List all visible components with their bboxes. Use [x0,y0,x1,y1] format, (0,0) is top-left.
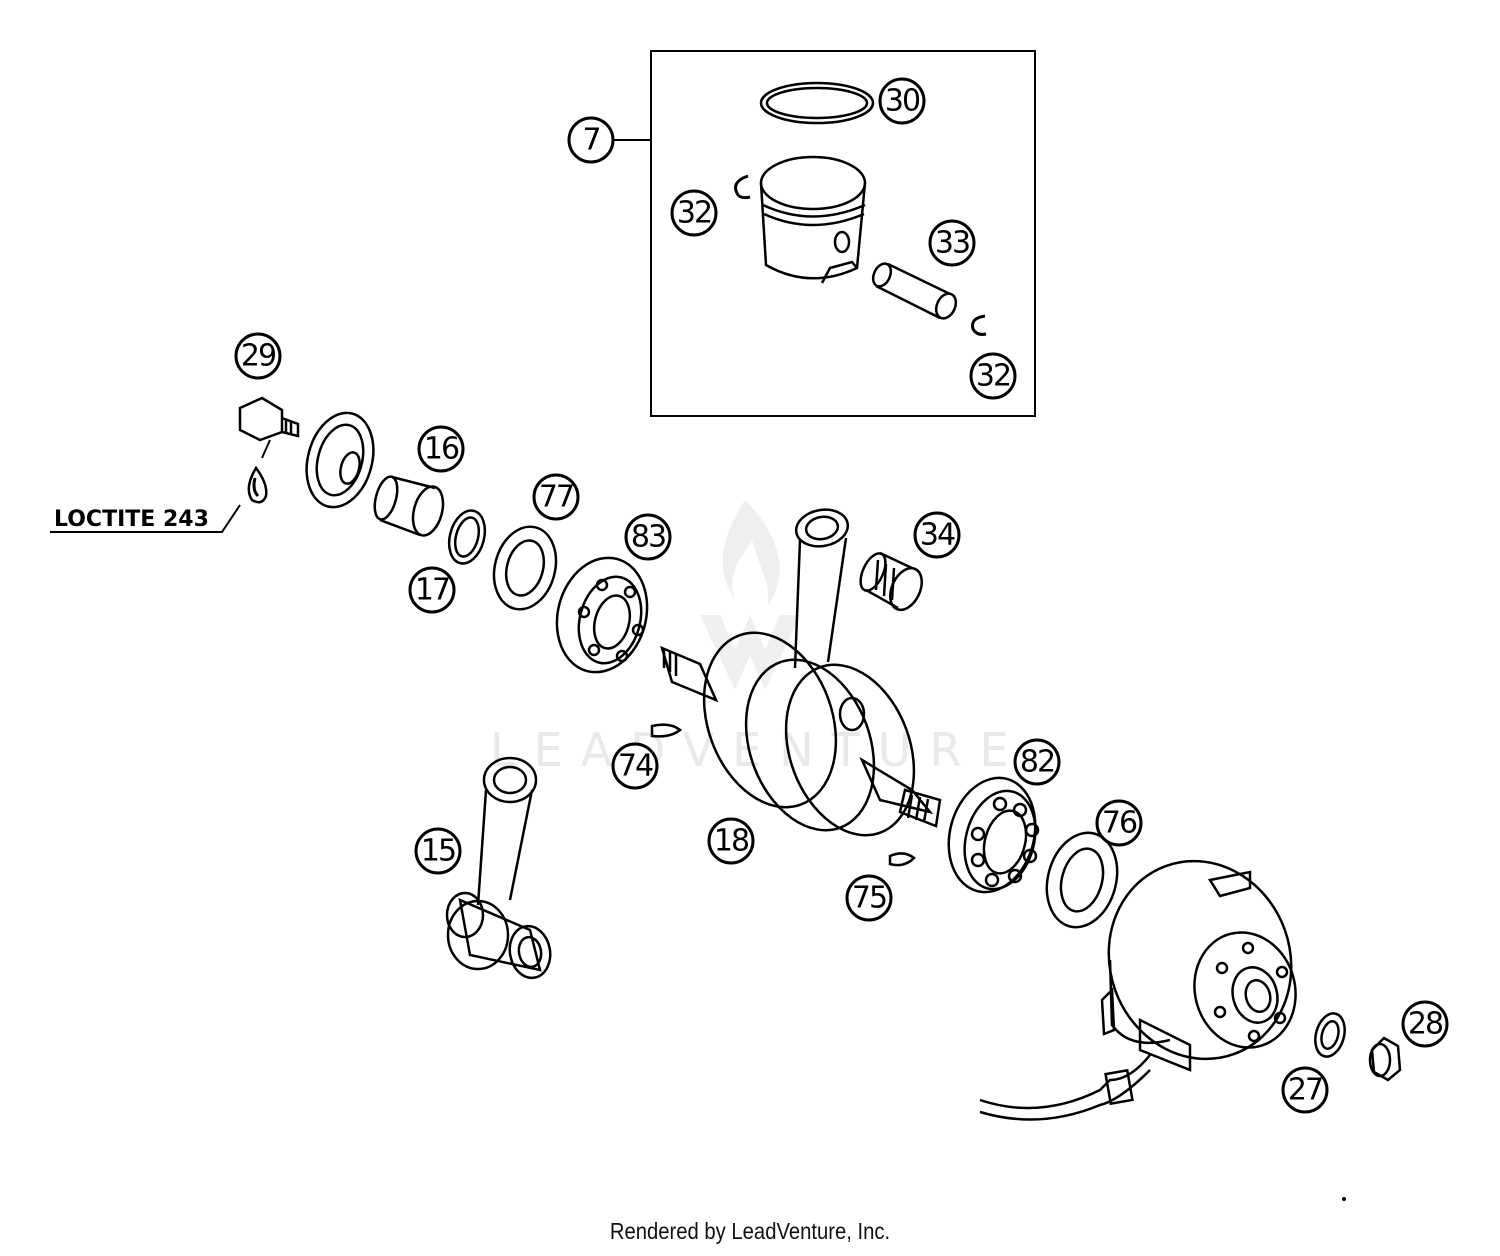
callout-29-label: 29 [241,339,275,374]
callout-33[interactable]: 33 [928,219,976,267]
callout-83-label: 83 [631,520,665,555]
callout-32-top[interactable]: 32 [670,189,718,237]
callout-16-label: 16 [424,432,459,467]
bearing-right [947,776,1040,894]
circlip-right [971,314,987,336]
bearing-left [555,556,649,674]
piston-kit-box [650,50,1036,417]
callout-7[interactable]: 7 [567,116,615,164]
stator-rotor [979,859,1297,1121]
callout-29[interactable]: 29 [234,332,282,380]
callout-30[interactable]: 30 [878,77,926,125]
callout-18[interactable]: 18 [707,817,755,865]
bushing [373,475,445,537]
key-74 [650,723,683,738]
callout-83[interactable]: 83 [624,513,672,561]
callout-17-label: 17 [415,573,449,608]
callout-15-label: 15 [421,834,455,869]
callout-74-label: 74 [618,749,653,784]
piston-pin [871,262,958,320]
callout-75-label: 75 [852,881,886,916]
callout-32-bottom[interactable]: 32 [969,352,1017,400]
shim [447,509,487,565]
footer-credit: Rendered by LeadVenture, Inc. [609,1218,891,1244]
callout-17[interactable]: 17 [408,566,456,614]
circlip-left [734,174,751,200]
loctite-leader [50,504,241,533]
watermark-text: LEADVENTURE [490,723,1027,777]
callout-34-label: 34 [920,518,955,553]
gear [305,411,375,509]
seal-right [1045,831,1119,929]
callout-75[interactable]: 75 [845,874,893,922]
callout-82[interactable]: 82 [1013,738,1061,786]
callout-76-label: 76 [1102,806,1137,841]
callout-28-label: 28 [1408,1007,1443,1042]
callout-15[interactable]: 15 [414,827,462,875]
callout-7-label: 7 [582,123,599,158]
callout-32-top-label: 32 [677,196,711,231]
washer [1314,1012,1346,1058]
callout-16[interactable]: 16 [417,425,465,473]
callout-28[interactable]: 28 [1401,1000,1449,1048]
callout-30-label: 30 [885,84,920,119]
piston [759,155,867,284]
callout-32-bottom-label: 32 [976,359,1010,394]
needle-bearing [859,551,923,612]
callout-33-label: 33 [935,226,969,261]
loctite-drop [247,465,268,504]
callout-77-label: 77 [539,480,573,515]
bolt [238,396,300,442]
loctite-label: LOCTITE 243 [54,507,209,532]
callout-18-label: 18 [714,824,749,859]
callout-76[interactable]: 76 [1095,799,1143,847]
callout-34[interactable]: 34 [913,511,961,559]
connecting-rod [445,756,552,980]
key-75 [888,852,916,867]
callout-74[interactable]: 74 [611,742,659,790]
crankshaft [660,508,942,837]
callout-82-label: 82 [1020,745,1054,780]
piston-ring [759,81,875,125]
callout-77[interactable]: 77 [532,473,580,521]
callout-27-label: 27 [1288,1073,1322,1108]
stray-dot [1342,1197,1346,1201]
nut [1368,1036,1402,1082]
seal [492,525,558,611]
callout-27[interactable]: 27 [1281,1066,1329,1114]
